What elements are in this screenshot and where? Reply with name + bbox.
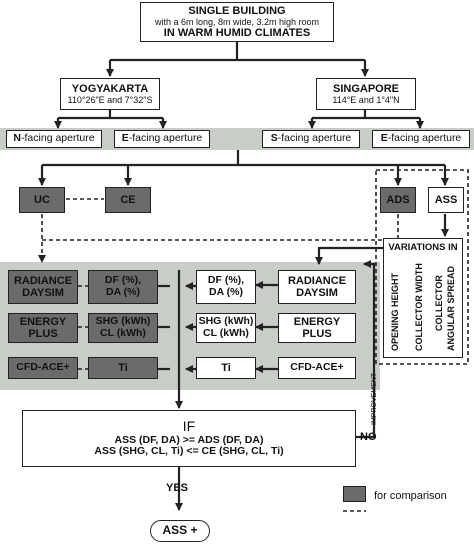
- metric-label: DF (%),: [104, 274, 142, 287]
- variations-title: VARIATIONS IN: [388, 242, 458, 253]
- tool-label: ENERGY: [293, 315, 341, 328]
- legend-label: for comparison: [374, 490, 447, 502]
- tool-energyplus-comparison: ENERGY PLUS: [8, 313, 78, 343]
- tool-label: DAYSIM: [22, 287, 64, 299]
- title-box: SINGLE BUILDING with a 6m long, 8m wide,…: [140, 2, 334, 42]
- tool-energyplus: ENERGY PLUS: [278, 313, 356, 343]
- aperture-letter: E: [121, 132, 129, 145]
- metric-label: CL (kWh): [203, 327, 249, 339]
- title-line1: SINGLE BUILDING: [188, 4, 286, 17]
- tool-label: PLUS: [28, 328, 58, 340]
- aperture-letter: N: [13, 132, 22, 145]
- aperture-south: S-facing aperture: [262, 130, 360, 148]
- tool-cfd: CFD-ACE+: [278, 357, 356, 379]
- variation-angular-spread: ANGULAR SPREAD: [446, 265, 456, 351]
- metric-ti-comparison: Ti: [88, 357, 158, 379]
- aperture-north: N-facing aperture: [6, 130, 102, 148]
- variation-collector-label: COLLECTOR: [434, 275, 444, 331]
- metric-label: DA (%): [105, 286, 141, 298]
- config-uc: UC: [19, 187, 65, 213]
- metric-label: CL (kWh): [100, 327, 146, 339]
- config-ass: ASS: [428, 187, 464, 213]
- metric-df: DF (%), DA (%): [196, 270, 256, 304]
- title-line3: IN WARM HUMID CLIMATES: [163, 27, 311, 40]
- tool-label: ENERGY: [19, 315, 67, 328]
- metric-df-comparison: DF (%), DA (%): [88, 270, 158, 304]
- city-yogyakarta: YOGYAKARTA 110°26"E and 7°32"S: [60, 78, 160, 110]
- metric-label: DA (%): [208, 286, 244, 298]
- tool-label: RADIANCE: [13, 274, 73, 287]
- variation-opening-height: OPENING HEIGHT: [390, 272, 400, 351]
- tool-cfd-comparison: CFD-ACE+: [8, 357, 78, 379]
- metric-label: DF (%),: [207, 274, 245, 287]
- legend-swatch: [343, 486, 366, 502]
- aperture-text: -facing aperture: [21, 132, 95, 145]
- aperture-text: -facing aperture: [128, 132, 203, 145]
- tool-label: DAYSIM: [296, 287, 338, 299]
- no-label: NO: [360, 431, 377, 443]
- aperture-east-yogyakarta: E-facing aperture: [114, 130, 210, 148]
- config-ads: ADS: [380, 187, 416, 213]
- metric-shg: SHG (kWh) CL (kWh): [196, 313, 256, 343]
- yes-label: YES: [166, 482, 189, 494]
- config-ce: CE: [105, 187, 151, 213]
- city-coords: 114°E and 1°4"N: [332, 95, 400, 106]
- metric-label: SHG (kWh): [198, 315, 254, 328]
- improvement-label: IMPROVEMENT: [371, 372, 378, 425]
- result-ass-plus: ASS +: [150, 520, 210, 542]
- decision-condition-1: ASS (DF, DA) >= ADS (DF, DA): [114, 433, 264, 446]
- metric-ti: Ti: [196, 357, 256, 379]
- city-name: YOGYAKARTA: [71, 82, 149, 95]
- tool-label: PLUS: [302, 328, 332, 340]
- aperture-text: -facing aperture: [387, 132, 462, 145]
- decision-box: IF ASS (DF, DA) >= ADS (DF, DA) ASS (SHG…: [22, 410, 356, 467]
- title-line2: with a 6m long, 8m wide, 3.2m high room: [154, 16, 320, 27]
- city-coords: 110°26"E and 7°32"S: [67, 95, 153, 106]
- variations-box: VARIATIONS IN OPENING HEIGHT COLLECTOR W…: [383, 238, 463, 358]
- city-singapore: SINGAPORE 114°E and 1°4"N: [316, 78, 416, 110]
- decision-if: IF: [182, 417, 196, 434]
- tool-label: RADIANCE: [287, 274, 347, 287]
- decision-condition-2: ASS (SHG, CL, Ti) <= CE (SHG, CL, Ti): [94, 445, 284, 458]
- aperture-letter: S: [270, 132, 278, 145]
- tool-radiance-comparison: RADIANCE DAYSIM: [8, 270, 78, 304]
- aperture-east-singapore: E-facing aperture: [372, 130, 470, 148]
- variation-collector-width: COLLECTOR WIDTH: [414, 263, 424, 351]
- city-name: SINGAPORE: [332, 82, 399, 95]
- tool-radiance: RADIANCE DAYSIM: [278, 270, 356, 304]
- aperture-letter: E: [380, 132, 388, 145]
- aperture-text: -facing aperture: [277, 132, 352, 145]
- metric-shg-comparison: SHG (kWh) CL (kWh): [88, 313, 158, 343]
- metric-label: SHG (kWh): [95, 315, 151, 328]
